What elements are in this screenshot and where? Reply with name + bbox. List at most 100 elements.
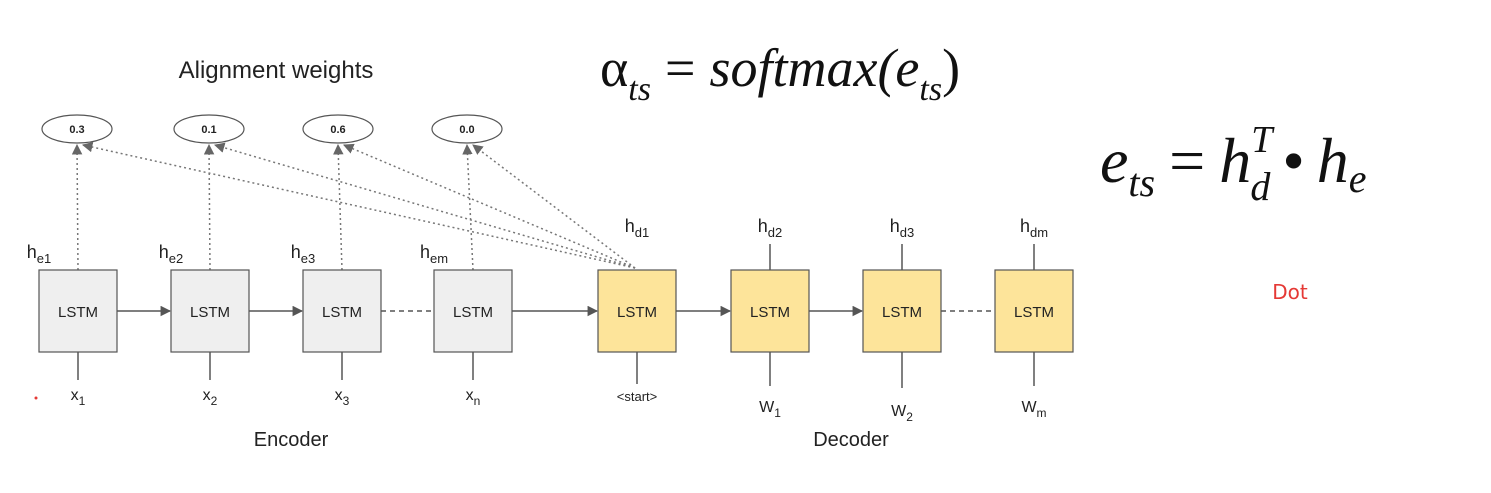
weight-value: 0.6 <box>330 124 345 136</box>
formula-alpha-eq: = <box>665 38 695 98</box>
decoder-input-label-sub: m <box>1037 406 1047 420</box>
encoder-hidden-label: he1 <box>27 242 51 266</box>
encoder-lstm-label: LSTM <box>453 304 493 321</box>
encoder-hidden-label-base: h <box>159 242 169 262</box>
weight-oval <box>173 114 245 144</box>
encoder-hidden-label-sub: em <box>430 251 448 266</box>
encoder-input-label-sub: n <box>474 394 481 408</box>
encoder-lstm-cell <box>302 269 382 353</box>
encoder-input-label-sub: 1 <box>79 394 86 408</box>
decoder-lstm-cell <box>730 269 810 353</box>
formula-e-eq: = <box>1169 125 1205 196</box>
weight-value: 0.1 <box>201 124 216 136</box>
decoder-hidden-label: hd1 <box>625 216 649 240</box>
decoder-hidden-label-base: h <box>758 216 768 236</box>
encoder-lstm-cell <box>38 269 118 353</box>
decoder-hidden-label-base: h <box>890 216 900 236</box>
weight-oval <box>431 114 503 144</box>
encoder-input-label-base: x <box>335 387 343 404</box>
decoder-lstm-label: LSTM <box>750 304 790 321</box>
lstm-cells: LSTM LSTM LSTM LSTM LSTM LSTM LSTM LSTM <box>38 269 1074 353</box>
decoder-hidden-label-base: h <box>625 216 635 236</box>
formula-alpha-func: softmax( <box>709 38 898 98</box>
decoder-input-label: W1 <box>759 399 781 420</box>
decoder-hidden-label-sub: d2 <box>768 225 782 240</box>
encoder-hidden-label-sub: e2 <box>169 251 183 266</box>
decoder-input-label: Wm <box>1021 399 1046 420</box>
formula-e-lhs: e <box>1100 125 1128 196</box>
decoder-lstm-cell <box>994 269 1074 353</box>
alignment-weights-title: Alignment weights <box>179 57 374 84</box>
decoder-hidden-label: hd3 <box>890 216 914 240</box>
dot-annotation: Dot <box>1272 280 1308 304</box>
formula-e-h2-sub: e <box>1349 156 1367 201</box>
connectors <box>71 141 1035 388</box>
encoder-input-label: x2 <box>203 387 218 408</box>
encoder-input-label: x3 <box>335 387 350 408</box>
decoder-hidden-label: hdm <box>1020 216 1048 240</box>
decoder-lstm-label: LSTM <box>1014 304 1054 321</box>
encoder-lstm-cell <box>433 269 513 353</box>
encoder-hidden-label-sub: e3 <box>301 251 315 266</box>
labels: he1x1he2x2he3x3hemxnhd1<start>hd2W1hd3W2… <box>27 216 1048 424</box>
encoder-input-label: x1 <box>71 387 86 408</box>
decoder-input-label: W2 <box>891 403 913 424</box>
decoder-input-label-sub: 2 <box>906 410 913 424</box>
attention-line <box>343 143 636 269</box>
formula-alpha-lhs: α <box>600 38 628 98</box>
decoder-hidden-label-sub: dm <box>1030 225 1048 240</box>
decoder-label: Decoder <box>813 429 889 451</box>
decoder-hidden-label-base: h <box>1020 216 1030 236</box>
encoder-input-label-base: x <box>203 387 211 404</box>
decoder-input-label-base: <start> <box>617 389 657 404</box>
formula-alpha-arg-sub: ts <box>919 71 942 108</box>
encoder-score-arrow <box>462 143 474 271</box>
decoder-input-label-base: W <box>1021 399 1037 416</box>
encoder-input-label-base: x <box>466 387 474 404</box>
weight-oval <box>41 114 113 144</box>
formula-e-lhs-sub: ts <box>1128 160 1155 205</box>
encoder-score-arrow <box>71 143 83 271</box>
encoder-score-arrow <box>203 143 215 271</box>
decoder-input-label-sub: 1 <box>774 406 781 420</box>
red-dot-mark <box>34 396 38 400</box>
formula-alpha-lhs-sub: ts <box>628 71 651 108</box>
encoder-hidden-label-base: h <box>420 242 430 262</box>
encoder-lstm-label: LSTM <box>58 304 98 321</box>
weight-value: 0.3 <box>69 124 84 136</box>
attention-line <box>472 144 636 269</box>
encoder-hidden-label: he2 <box>159 242 183 266</box>
encoder-hidden-label: hem <box>420 242 448 266</box>
decoder-lstm-label: LSTM <box>882 304 922 321</box>
decoder-lstm-cell <box>597 269 677 353</box>
encoder-input-label-sub: 2 <box>211 394 218 408</box>
formula-alpha-arg: e <box>895 38 919 98</box>
encoder-hidden-label-base: h <box>27 242 37 262</box>
formula-e-h1-sub: d <box>1250 164 1271 209</box>
decoder-input-label: <start> <box>617 389 657 404</box>
decoder-hidden-label: hd2 <box>758 216 782 240</box>
encoder-score-arrow <box>333 143 344 271</box>
formula-alpha: αts=softmax(ets) <box>600 38 960 108</box>
encoder-input-label: xn <box>466 387 481 408</box>
encoder-hidden-label: he3 <box>291 242 315 266</box>
encoder-lstm-cell <box>170 269 250 353</box>
encoder-hidden-label-sub: e1 <box>37 251 51 266</box>
decoder-hidden-label-sub: d1 <box>635 225 649 240</box>
formula-alpha-close: ) <box>942 38 960 98</box>
encoder-lstm-label: LSTM <box>322 304 362 321</box>
encoder-lstm-label: LSTM <box>190 304 230 321</box>
encoder-input-label-sub: 3 <box>343 394 350 408</box>
weight-oval <box>302 114 374 144</box>
decoder-input-label-base: W <box>891 403 907 420</box>
decoder-lstm-cell <box>862 269 942 353</box>
decoder-lstm-label: LSTM <box>617 304 657 321</box>
decoder-input-label-base: W <box>759 399 775 416</box>
formula-e-h1: h <box>1219 125 1251 196</box>
encoder-input-label-base: x <box>71 387 79 404</box>
attention-line <box>81 141 636 269</box>
encoder-label: Encoder <box>254 429 329 451</box>
